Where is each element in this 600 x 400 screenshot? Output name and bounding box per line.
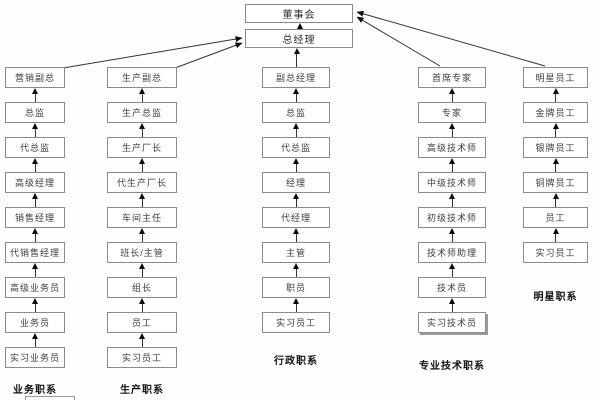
up-arrow-icon xyxy=(139,158,146,172)
org-node-business-4: 销售经理 xyxy=(5,207,65,228)
org-node-admin-4: 代经理 xyxy=(262,207,330,228)
org-node-production-5: 班长/主管 xyxy=(107,242,177,263)
org-node-star-4: 员工 xyxy=(523,207,588,228)
org-node-tech-2: 高级技术师 xyxy=(418,137,486,158)
up-arrow-icon xyxy=(139,228,146,242)
org-node-admin-3: 经理 xyxy=(262,172,330,193)
org-node-production-7: 员工 xyxy=(107,312,177,333)
org-node-tech-4: 初级技术师 xyxy=(418,207,486,228)
column-label-production: 生产职系 xyxy=(120,385,164,396)
org-node-tech-3: 中级技术师 xyxy=(418,172,486,193)
column-label-admin: 行政职系 xyxy=(274,356,318,367)
org-node-tech-6: 技术员 xyxy=(418,277,486,298)
up-arrow-icon xyxy=(293,48,300,67)
up-arrow-icon xyxy=(552,88,559,102)
org-node-star-3: 铜牌员工 xyxy=(523,172,588,193)
org-node-business-0: 营销副总 xyxy=(5,67,65,88)
up-arrow-icon xyxy=(449,193,456,207)
up-arrow-icon xyxy=(449,263,456,277)
org-node-business-1: 总监 xyxy=(5,102,65,123)
org-node-production-8: 实习员工 xyxy=(107,347,177,368)
column-label-star: 明星职系 xyxy=(533,292,578,303)
org-node-tech-0: 首席专家 xyxy=(418,67,486,88)
org-node-admin-1: 总监 xyxy=(262,102,330,123)
up-arrow-icon xyxy=(139,333,146,347)
up-arrow-icon xyxy=(32,123,39,137)
up-arrow-icon xyxy=(32,158,39,172)
column-label-tech: 专业技术职系 xyxy=(419,361,485,372)
org-node-tech-1: 专家 xyxy=(418,102,486,123)
up-arrow-icon xyxy=(552,193,559,207)
org-node-admin-2: 代总监 xyxy=(262,137,330,158)
up-arrow-icon xyxy=(552,123,559,137)
org-node-business-8: 实习业务员 xyxy=(5,347,65,368)
org-node-star-2: 银牌员工 xyxy=(523,137,588,158)
up-arrow-icon xyxy=(32,263,39,277)
up-arrow-icon xyxy=(552,158,559,172)
org-node-admin-0: 副总经理 xyxy=(262,67,330,88)
link-production-to-gm xyxy=(174,42,243,69)
up-arrow-icon xyxy=(449,123,456,137)
up-arrow-icon xyxy=(32,88,39,102)
up-arrow-icon xyxy=(293,88,300,102)
up-arrow-icon xyxy=(552,228,559,242)
org-node-board: 董事会 xyxy=(245,4,353,23)
up-arrow-icon xyxy=(32,333,39,347)
org-node-admin-6: 职员 xyxy=(262,277,330,298)
up-arrow-icon xyxy=(139,88,146,102)
org-node-star-0: 明星员工 xyxy=(523,67,588,88)
partial-box xyxy=(25,396,75,400)
up-arrow-icon xyxy=(449,88,456,102)
up-arrow-icon xyxy=(139,193,146,207)
up-arrow-icon xyxy=(293,123,300,137)
org-node-production-2: 生产厂长 xyxy=(107,137,177,158)
up-arrow-icon xyxy=(293,263,300,277)
link-star-to-board xyxy=(356,10,546,67)
org-node-tech-5: 技术师助理 xyxy=(418,242,486,263)
org-node-business-3: 高级经理 xyxy=(5,172,65,193)
column-label-business: 业务职系 xyxy=(13,385,57,396)
up-arrow-icon xyxy=(449,228,456,242)
org-node-business-5: 代销售经理 xyxy=(5,242,65,263)
org-node-production-4: 车间主任 xyxy=(107,207,177,228)
up-arrow-icon xyxy=(32,193,39,207)
up-arrow-icon xyxy=(449,298,456,312)
up-arrow-icon xyxy=(32,298,39,312)
org-node-business-7: 业务员 xyxy=(5,312,65,333)
org-node-admin-5: 主管 xyxy=(262,242,330,263)
org-node-business-2: 代总监 xyxy=(5,137,65,158)
link-tech-to-board xyxy=(356,16,441,67)
up-arrow-icon xyxy=(139,123,146,137)
up-arrow-icon xyxy=(296,23,303,29)
org-node-production-3: 代生产厂长 xyxy=(107,172,177,193)
org-node-tech-7: 实习技术员 xyxy=(418,312,486,333)
up-arrow-icon xyxy=(139,263,146,277)
org-node-admin-7: 实习员工 xyxy=(262,312,330,333)
up-arrow-icon xyxy=(449,158,456,172)
up-arrow-icon xyxy=(293,193,300,207)
org-node-star-5: 实习员工 xyxy=(523,242,588,263)
org-node-business-6: 高级业务员 xyxy=(5,277,65,298)
org-node-general-manager: 总经理 xyxy=(245,29,353,48)
org-node-production-6: 组长 xyxy=(107,277,177,298)
org-node-star-1: 金牌员工 xyxy=(523,102,588,123)
up-arrow-icon xyxy=(293,298,300,312)
org-node-production-0: 生产副总 xyxy=(107,67,177,88)
link-business-to-gm xyxy=(62,36,243,69)
up-arrow-icon xyxy=(139,298,146,312)
up-arrow-icon xyxy=(293,228,300,242)
up-arrow-icon xyxy=(32,228,39,242)
org-node-production-1: 生产总监 xyxy=(107,102,177,123)
up-arrow-icon xyxy=(293,158,300,172)
